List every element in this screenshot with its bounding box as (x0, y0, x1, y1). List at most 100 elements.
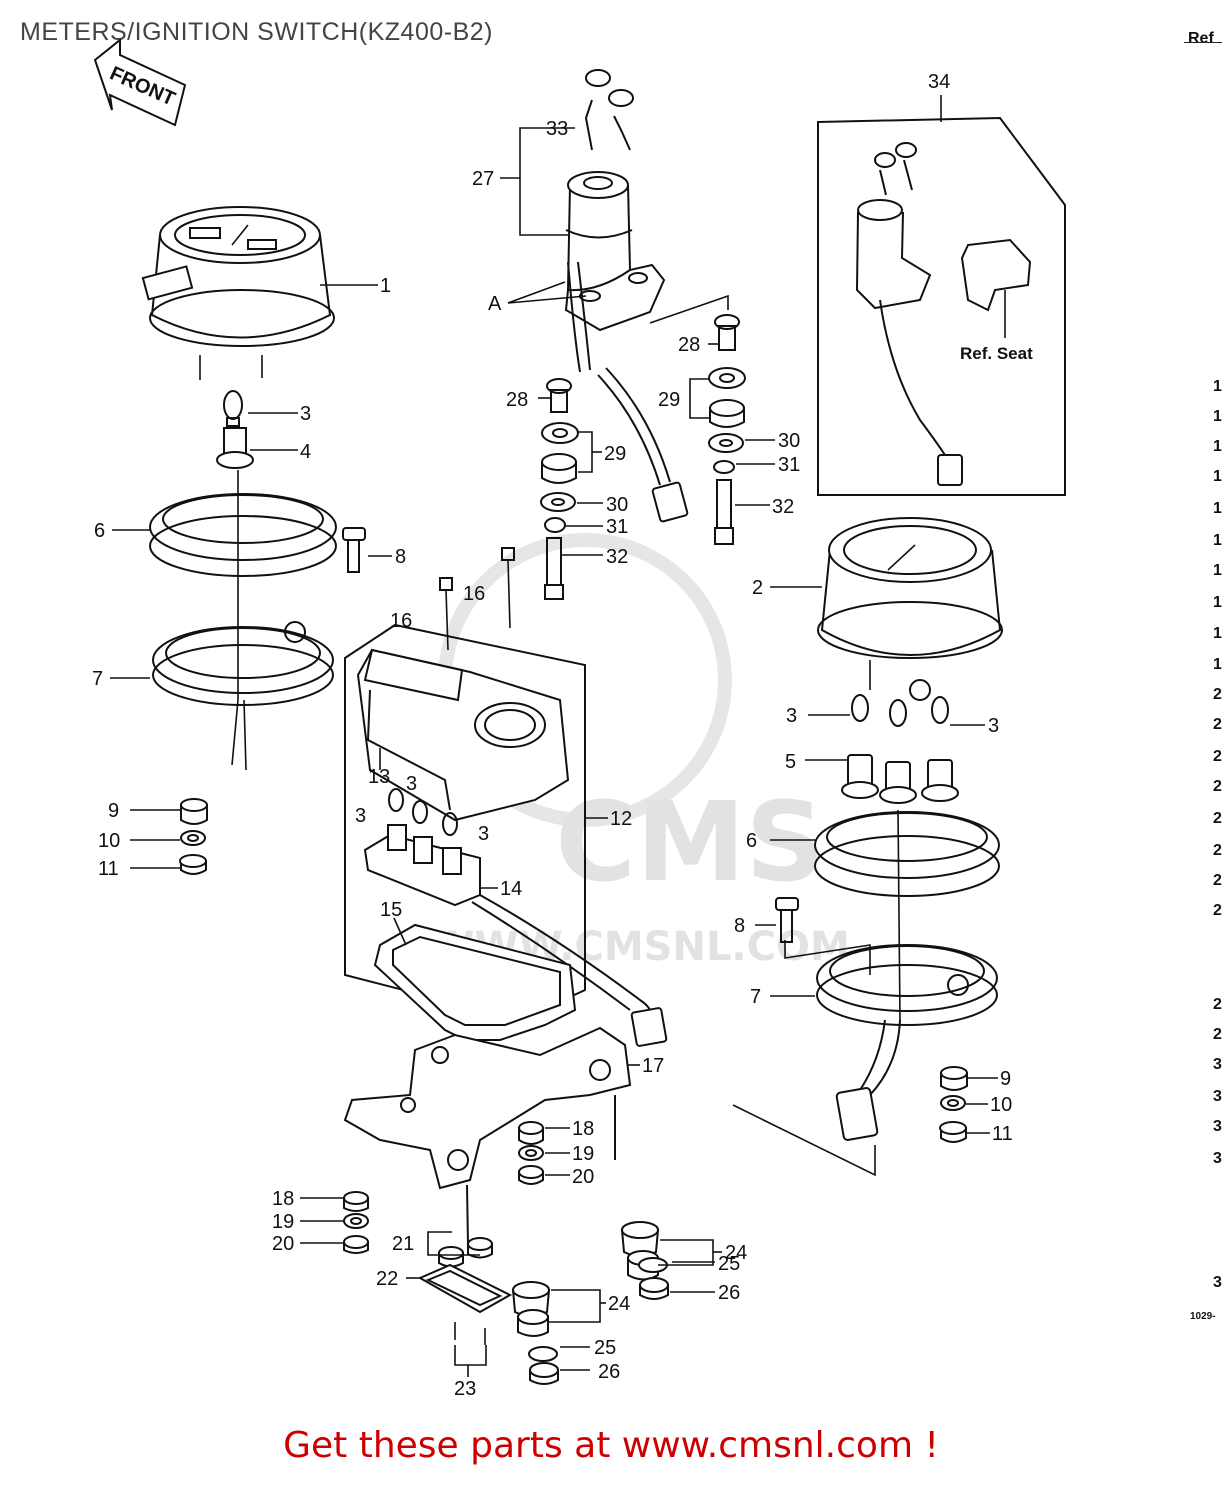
callout-19: 19 (572, 1143, 594, 1165)
callout-4: 4 (300, 441, 311, 463)
callout-7: 7 (92, 668, 103, 690)
callout-11: 11 (98, 858, 119, 880)
callout-27: 27 (472, 168, 494, 190)
callout-29: 29 (604, 443, 626, 465)
reference-number: 1 (1213, 500, 1222, 517)
reference-number: 1 (1213, 532, 1222, 549)
callout-labels: 1 3 4 6 8 7 9 10 11 33 27 A 28 29 30 31 … (92, 71, 1013, 1400)
reference-number: 2 (1213, 1026, 1222, 1043)
meter-case-right (816, 809, 998, 1141)
callout-31: 31 (778, 454, 800, 476)
meter-cover-left (149, 493, 337, 577)
callout-7: 7 (750, 986, 761, 1008)
callout-26: 26 (598, 1361, 620, 1383)
nut-washer-stack-lower-left (343, 1191, 369, 1254)
callout-3: 3 (300, 403, 311, 425)
callout-30: 30 (606, 494, 628, 516)
indicator-base-plate (373, 923, 577, 1041)
meter-case-left (152, 470, 334, 771)
tachometer (817, 517, 1003, 701)
callout-18: 18 (272, 1188, 294, 1210)
callout-32: 32 (606, 546, 628, 568)
callout-32: 32 (772, 496, 794, 518)
callout-18: 18 (572, 1118, 594, 1140)
callout-A: A (488, 293, 502, 315)
callout-6: 6 (94, 520, 105, 542)
reference-number: 3 (1213, 1274, 1222, 1291)
reference-number: 2 (1213, 810, 1222, 827)
callout-14: 14 (500, 878, 522, 900)
callout-21: 21 (392, 1233, 414, 1255)
callout-25: 25 (594, 1337, 616, 1359)
callout-33: 33 (546, 118, 568, 140)
reference-number: 3 (1213, 1150, 1222, 1167)
screw-left (342, 527, 366, 573)
grommet-stack-lower (511, 1281, 559, 1385)
inset-ref-seat-label: Ref. Seat (960, 344, 1033, 363)
callout-23: 23 (454, 1378, 476, 1400)
callout-12: 12 (610, 808, 632, 830)
callout-31: 31 (606, 516, 628, 538)
get-parts-link[interactable]: Get these parts at www.cmsnl.com ! (283, 1425, 939, 1466)
callout-28: 28 (678, 334, 700, 356)
callout-29: 29 (658, 389, 680, 411)
base-plate-assembly (417, 1237, 513, 1345)
callout-19: 19 (272, 1211, 294, 1233)
front-arrow-label: FRONT (106, 62, 178, 110)
callout-6: 6 (746, 830, 757, 852)
reference-number: 2 (1213, 748, 1222, 765)
callout-24: 24 (725, 1242, 747, 1264)
reference-number: 2 (1213, 842, 1222, 859)
reference-number: 1 (1213, 594, 1222, 611)
reference-number: 2 (1213, 716, 1222, 733)
speedometer (141, 206, 335, 380)
reference-number: 3 (1213, 1056, 1222, 1073)
reference-number: 1 (1213, 378, 1222, 395)
callout-17: 17 (642, 1055, 664, 1077)
mount-hardware-center (540, 378, 579, 600)
indicator-socket-bar (363, 788, 668, 1047)
nut-washer-stack-center (518, 1121, 544, 1185)
callout-3: 3 (988, 715, 999, 737)
callout-3: 3 (786, 705, 797, 727)
grommet-stack-upper (620, 1221, 669, 1300)
ignition-switch (564, 69, 689, 523)
callout-28: 28 (506, 389, 528, 411)
callout-22: 22 (376, 1268, 398, 1290)
reference-number: 3 (1213, 1118, 1222, 1135)
reference-number: 2 (1213, 902, 1222, 919)
callout-1: 1 (380, 275, 391, 297)
front-direction-arrow: FRONT (93, 37, 187, 127)
callout-5: 5 (785, 751, 796, 773)
callout-2: 2 (752, 577, 763, 599)
callout-13: 13 (368, 766, 390, 788)
reference-number: 1 (1213, 625, 1222, 642)
callout-30: 30 (778, 430, 800, 452)
reference-divider (1184, 42, 1222, 43)
reference-number: 3 (1213, 1088, 1222, 1105)
reference-number: 2 (1213, 996, 1222, 1013)
meter-cover-right (814, 811, 1000, 897)
ignition-switch-inset: Ref. Seat (817, 116, 1066, 496)
callout-10: 10 (98, 830, 120, 852)
callout-26: 26 (718, 1282, 740, 1304)
long-bolts (439, 547, 515, 651)
nut-washer-stack-right (939, 1066, 968, 1143)
callout-3: 3 (478, 823, 489, 845)
reference-number: 1 (1213, 656, 1222, 673)
callout-25: 25 (718, 1253, 740, 1275)
reference-number: 1 (1213, 408, 1222, 425)
nut-washer-stack-left (179, 798, 208, 875)
screw-right (775, 897, 799, 943)
reference-number: 2 (1213, 686, 1222, 703)
reference-number: 2 (1213, 778, 1222, 795)
reference-code: 1029- (1190, 1311, 1216, 1322)
callout-leaders (110, 95, 998, 1377)
callout-9: 9 (108, 800, 119, 822)
indicator-housing (344, 623, 586, 1022)
reference-number: 2 (1213, 872, 1222, 889)
callout-3: 3 (355, 805, 366, 827)
callout-24: 24 (608, 1293, 630, 1315)
callout-11: 11 (992, 1123, 1013, 1145)
